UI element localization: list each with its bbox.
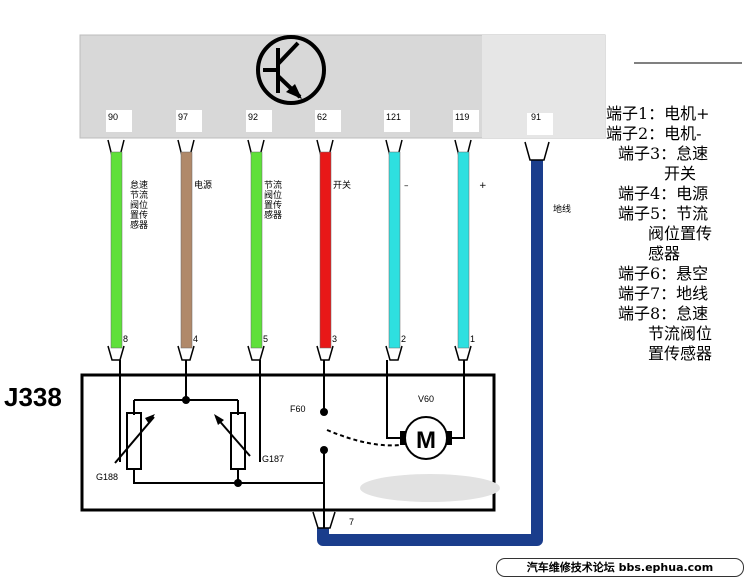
wire-label: 阀位 [130,199,148,211]
wire [388,151,401,349]
legend-line: 开关 [664,164,697,183]
wire-pin-62: 62 3 开关 [315,110,351,361]
ground-pin-number: 91 [531,112,541,122]
bottom-pin-number: 5 [263,334,268,344]
wire-label: 感器 [130,219,148,231]
j338-box [80,373,496,512]
pin-number: 97 [178,112,188,122]
pin-box [315,110,341,132]
legend-line: 端子6：悬空 [618,264,709,283]
wire [110,151,123,349]
pin-box [384,110,410,132]
legend-line: 端子1：电机+ [606,104,710,123]
footer-watermark: 汽车维修技术论坛 bbs.ephua.com [496,558,744,577]
ecu-transistor-icon [256,35,326,105]
smudge [360,474,500,502]
pin-number: 90 [108,112,118,122]
pin-box [176,110,202,132]
wire-label: 置传 [264,199,282,211]
wire-label: 感器 [264,209,282,221]
motor-symbol: M [416,427,436,454]
wire-label: – [404,181,409,191]
pin-number: 62 [317,112,327,122]
terminal-legend: 端子1：电机+端子2：电机-端子3：怠速开关端子4：电源端子5：节流阀位置传感器… [606,104,746,364]
motor-label-v60: V60 [418,394,434,404]
pin-number: 92 [248,112,258,122]
bottom-pin-number: 4 [193,334,198,344]
wire-label: 置传 [130,209,148,221]
wire [250,151,263,349]
g188-arrow-icon [145,414,155,424]
legend-line: 端子2：电机- [606,124,702,143]
wire [319,151,332,349]
ground-wire-label: 地线 [553,203,571,215]
wire-label: 节流 [264,179,282,191]
wire [180,151,193,349]
legend-line: 端子4：电源 [618,184,709,203]
switch-label-f60: F60 [290,404,306,414]
legend-line: 端子5：节流 [618,204,709,223]
bottom-pin-number: 8 [123,334,128,344]
legend-line: 阀位置传 [648,224,713,243]
connector-bottom [107,345,125,361]
g187-arrow-icon [214,414,224,425]
wire-label: 节流 [130,189,148,201]
unit-name: J338 [4,382,62,412]
wire-pin-119: 119 1 + [453,110,487,361]
connector-bottom [247,345,265,361]
pin-box [453,110,479,132]
ground-pin-box [527,113,553,135]
bottom-pin-number: 2 [401,334,406,344]
bottom-pin-number: 1 [470,334,475,344]
legend-line: 端子7：地线 [618,284,709,303]
wire-label: + [479,181,487,191]
wire [457,151,470,349]
wire-pin-121: 121 2 – [384,110,410,361]
sensor-label-g187: G187 [262,454,284,464]
legend-line: 置传感器 [648,344,713,363]
legend-line: 感器 [648,244,681,263]
unit-ground-pin-number: 7 [349,517,354,527]
internal-circuit [114,360,465,528]
bottom-pin-number: 3 [332,334,337,344]
wire-label: 电源 [194,179,212,191]
sensor-label-g188: G188 [96,472,118,482]
wire-pin-97: 97 4 电源 [176,110,212,361]
wire-label: 阀位 [264,189,282,201]
pin-number: 121 [386,112,401,122]
legend-line: 端子8：怠速 [618,304,709,323]
motor-v60: M [400,416,452,460]
ground-wire: 91 地线 [317,112,571,546]
legend-line: 端子3：怠速 [618,144,709,163]
pin-number: 119 [455,112,469,122]
pin-box [106,110,132,132]
wire-label: 怠速 [130,179,148,191]
legend-line: 节流阀位 [648,324,713,343]
wire-label: 开关 [333,179,351,191]
junction-dots [182,396,328,487]
connector-bottom [385,345,403,361]
pin-box [246,110,272,132]
unit-ground-connector [312,511,336,529]
